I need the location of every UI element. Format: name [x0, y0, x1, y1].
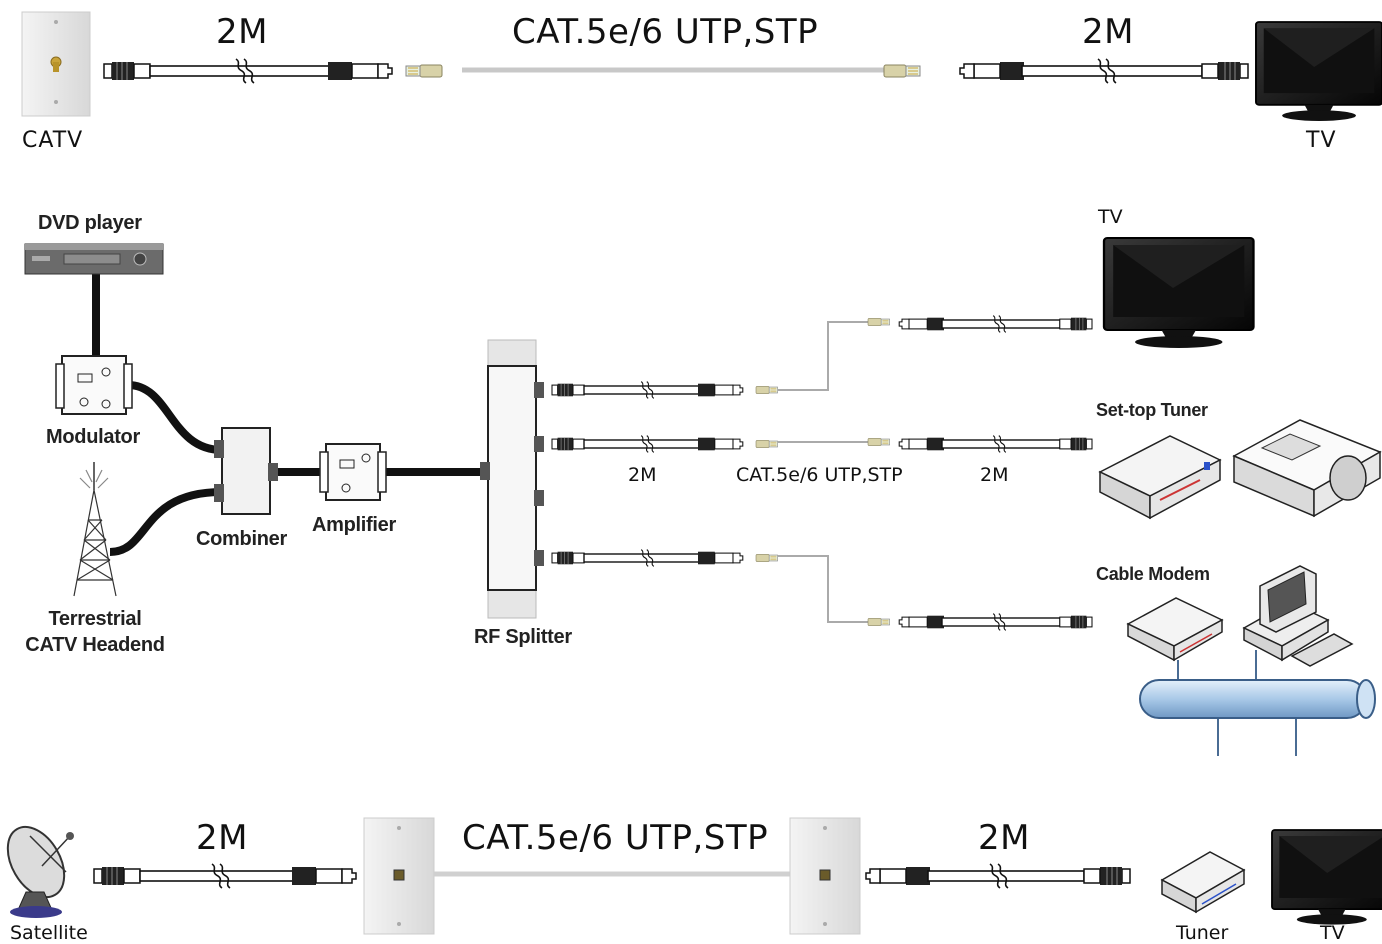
- bottom-left-coax-cable: [93, 863, 357, 889]
- terrestrial-label-line1: Terrestrial: [48, 608, 142, 630]
- combiner-label: Combiner: [196, 528, 287, 550]
- middle-left-cable-label: 2M: [628, 464, 657, 486]
- bottom-tuner-icon: [1160, 851, 1246, 914]
- top-right-coax-cable: [959, 58, 1249, 84]
- bottom-tv-label: TV: [1320, 922, 1345, 944]
- satellite-label: Satellite: [10, 922, 88, 944]
- modulator-icon: [55, 355, 133, 415]
- rf-splitter-icon: [480, 339, 544, 619]
- modulator-label: Modulator: [46, 426, 140, 448]
- top-left-coax-cable: [103, 58, 393, 84]
- middle-cat-cable-label: CAT.5e/6 UTP,STP: [736, 464, 903, 486]
- bottom-tv-icon: [1271, 829, 1382, 926]
- terrestrial-label-line2: CATV Headend: [25, 634, 165, 656]
- cable-modem-label: Cable Modem: [1096, 564, 1210, 584]
- set-top-tuner-label: Set-top Tuner: [1096, 400, 1208, 420]
- top-tv-label: TV: [1306, 128, 1337, 153]
- bottom-right-wall-plate: [789, 817, 861, 935]
- combiner-icon: [214, 427, 278, 515]
- amplifier-label: Amplifier: [312, 514, 396, 536]
- dvd-player-icon: [24, 243, 164, 275]
- amplifier-icon: [319, 443, 387, 501]
- top-tv-icon: [1255, 21, 1382, 122]
- tower-icon: [73, 462, 117, 597]
- middle-tv-icon: [1102, 236, 1255, 350]
- middle-right-cable-label: 2M: [980, 464, 1009, 486]
- computer-icon: [1242, 565, 1354, 667]
- splitter-output-cables: [551, 318, 890, 626]
- bottom-right-cable-label: 2M: [978, 818, 1030, 858]
- bottom-left-wall-plate: [363, 817, 435, 935]
- catv-wall-plate: [21, 11, 91, 117]
- middle-tv-label: TV: [1098, 206, 1123, 228]
- catv-label: CATV: [22, 128, 84, 153]
- top-right-cable-label: 2M: [1082, 12, 1134, 52]
- bottom-left-cable-label: 2M: [196, 818, 248, 858]
- top-middle-cable-label: CAT.5e/6 UTP,STP: [512, 12, 819, 52]
- set-top-tuner-icon: [1098, 435, 1222, 520]
- network-pipe: [1139, 650, 1376, 756]
- cable-modem-icon: [1126, 597, 1224, 662]
- bottom-middle-cable-label: CAT.5e/6 UTP,STP: [462, 818, 769, 858]
- backbone-cables: [92, 268, 488, 556]
- device-side-cables: [898, 315, 1093, 631]
- bottom-tuner-label: Tuner: [1176, 922, 1229, 944]
- bottom-right-coax-cable: [865, 863, 1131, 889]
- dvd-player-label: DVD player: [38, 212, 142, 234]
- top-left-cable-label: 2M: [216, 12, 268, 52]
- projector-icon: [1232, 419, 1382, 518]
- top-cat-cable: [405, 64, 921, 78]
- rf-splitter-label: RF Splitter: [474, 626, 572, 648]
- satellite-dish-icon: [6, 825, 74, 918]
